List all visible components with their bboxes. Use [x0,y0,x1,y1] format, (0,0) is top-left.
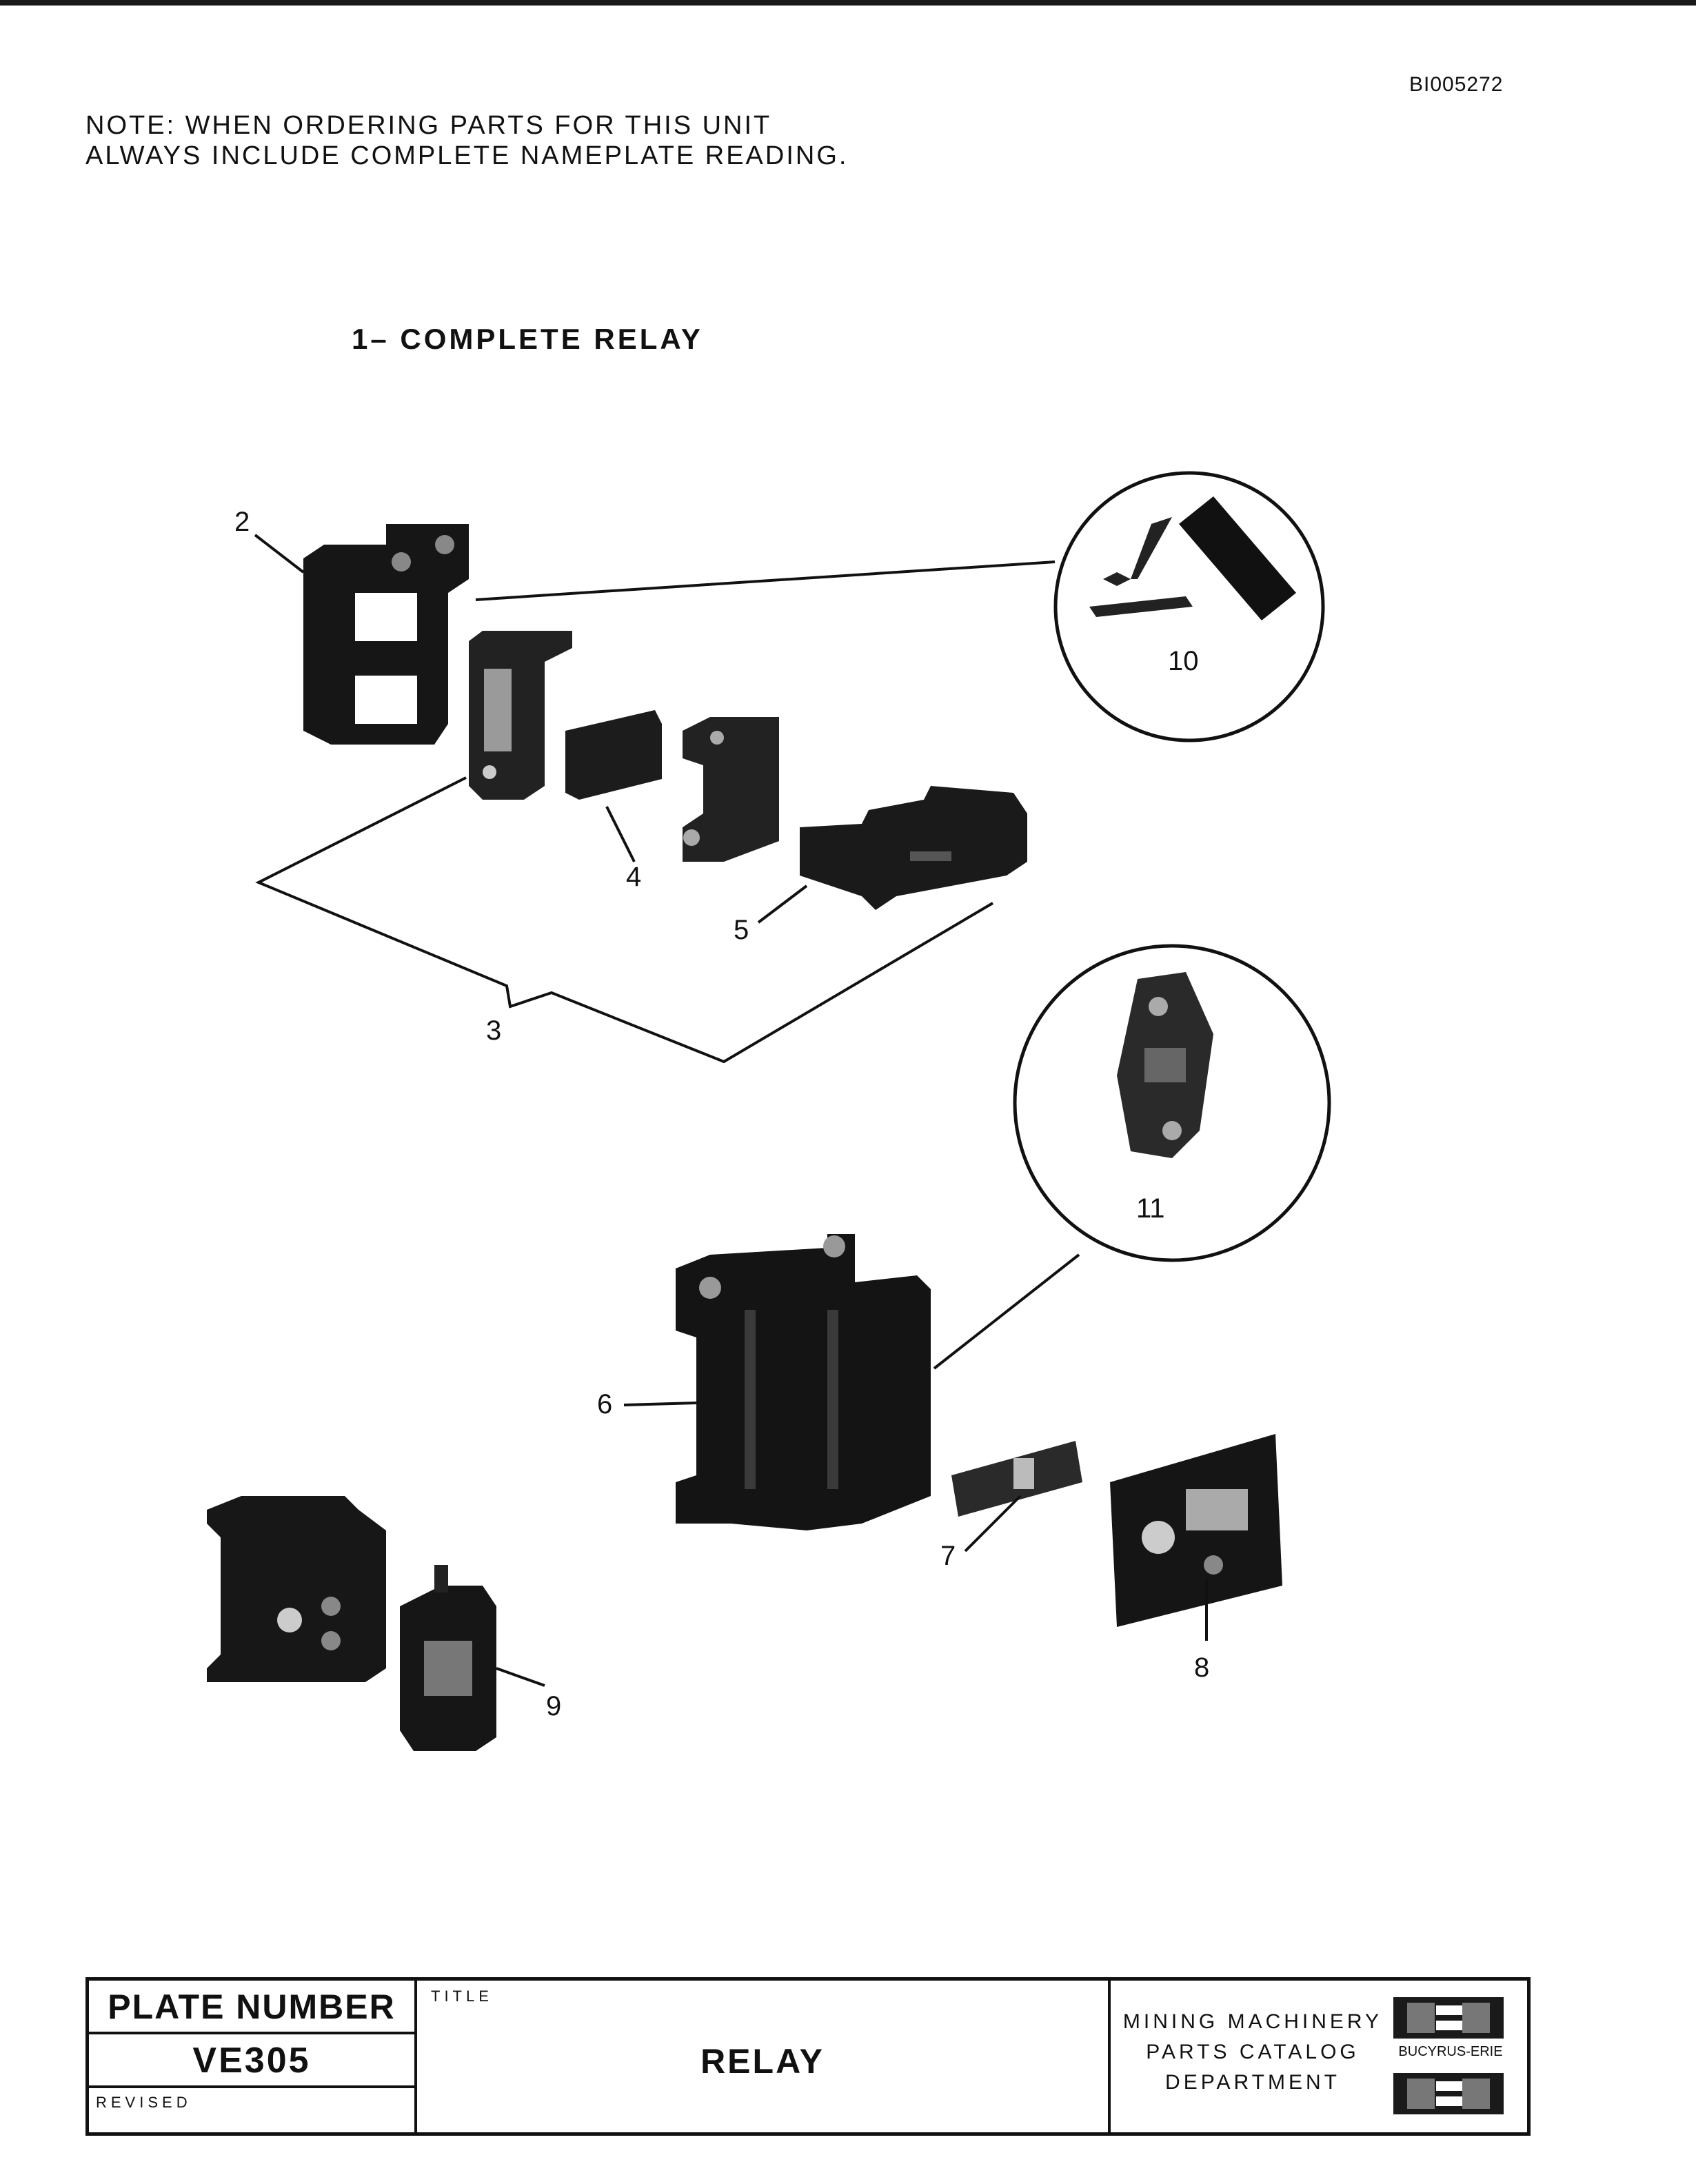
document-id: BI005272 [1409,73,1504,96]
part-8-cover [1110,1434,1282,1627]
company-logo-icon-lower [1393,2073,1504,2114]
part-6-base [676,1234,931,1530]
plate-number: VE305 [89,2034,414,2088]
top-border-line [0,0,1696,6]
title-block: PLATE NUMBER VE305 REVISED TITLE RELAY M… [85,1977,1531,2136]
company-logo-icon [1393,1997,1504,2039]
note-line-1: NOTE: WHEN ORDERING PARTS FOR THIS UNIT [85,111,772,140]
leader-5 [757,884,808,924]
leader-lines [254,534,1208,1687]
part-2-coil [303,524,469,745]
callout-10: 10 [1168,646,1199,676]
leader-10 [475,560,1056,601]
callout-3: 3 [486,1015,501,1046]
part-9-aux-contacts [207,1496,496,1751]
part-3-frame-right [683,717,779,862]
leader-2 [254,534,305,574]
detail-circle-11 [1013,944,1331,1262]
callout-5: 5 [734,915,749,945]
leader-3-bracket [255,776,994,1064]
callout-6: 6 [597,1389,612,1419]
department-line-2: PARTS CATALOG [1146,2041,1360,2063]
callout-2: 2 [234,507,250,537]
department-line-3: DEPARTMENT [1165,2071,1340,2094]
ordering-note: NOTE: WHEN ORDERING PARTS FOR THIS UNIT … [85,110,848,171]
leader-11 [933,1253,1080,1370]
department-name: MINING MACHINERY PARTS CATALOG DEPARTMEN… [1122,2007,1384,2098]
department-line-1: MINING MACHINERY [1122,2010,1383,2033]
document-title: RELAY [700,2042,825,2081]
part-5-carrier [800,786,1027,910]
part-7-contact [951,1441,1082,1517]
callout-7: 7 [940,1541,956,1571]
assembly-label: 1– COMPLETE RELAY [352,323,703,355]
leader-6 [623,1402,697,1406]
plate-number-label: PLATE NUMBER [89,1981,414,2034]
part-3-frame-left [469,631,572,800]
part-4-plate [565,710,662,800]
company-name: BUCYRUS-ERIE [1398,2044,1503,2059]
callout-4: 4 [626,862,641,892]
leader-7 [964,1495,1022,1553]
callout-9: 9 [546,1691,561,1721]
plate-number-section: PLATE NUMBER VE305 REVISED [89,1981,417,2132]
callout-11: 11 [1136,1193,1165,1224]
callout-8: 8 [1194,1652,1209,1683]
revised-label: REVISED [96,2094,192,2111]
leader-4 [605,806,636,862]
leader-9 [496,1667,545,1687]
title-label: TITLE [431,1988,493,2005]
title-section: TITLE RELAY [417,1981,1111,2132]
exploded-parts-diagram: 2 3 4 5 6 7 8 9 10 11 [207,471,1331,1751]
note-line-2: ALWAYS INCLUDE COMPLETE NAMEPLATE READIN… [85,141,849,170]
department-section: MINING MACHINERY PARTS CATALOG DEPARTMEN… [1111,1981,1527,2132]
detail-circle-10 [1053,471,1325,742]
